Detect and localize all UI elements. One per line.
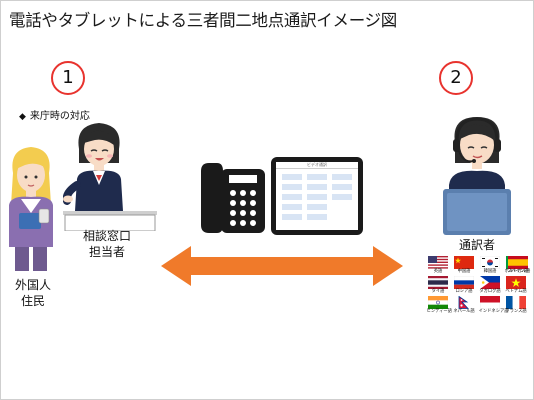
thailand-flag-icon — [428, 276, 448, 289]
interpreter-label: 通訳者 — [458, 238, 495, 252]
language-thai: タイ語 — [426, 276, 450, 295]
language-vietnamese: ベトナム語 — [504, 276, 528, 295]
vietnam-flag-icon — [506, 276, 526, 289]
tablet-screen-content — [282, 174, 352, 220]
india-flag-icon — [428, 296, 448, 309]
language-label: ポルトガル語 — [504, 269, 531, 274]
language-russian: ロシア語 — [452, 276, 476, 295]
two-way-arrow-icon — [161, 246, 403, 286]
language-flags: 英語 中国語 韓国語 — [426, 256, 531, 316]
korea-flag-icon — [480, 256, 500, 269]
language-label: ネパール語 — [453, 309, 475, 314]
step-marker-2: 2 — [439, 61, 473, 95]
resident-label-line-2: 住民 — [20, 294, 45, 308]
language-french: フランス語 — [504, 296, 528, 315]
step-marker-1: 1 — [51, 61, 85, 95]
flag-row-2: タイ語 ロシア語 タガログ語 — [426, 276, 528, 295]
france-flag-icon — [506, 296, 526, 309]
language-label: 韓国語 — [483, 269, 497, 274]
tablet-screen-header: ビデオ通訳 — [276, 162, 358, 169]
language-nepali: ネパール語 — [452, 296, 476, 315]
desk-staff-illustration — [63, 123, 157, 231]
tablet-screen: ビデオ通訳 — [276, 162, 358, 230]
staff-label: 相談窓口 担当者 — [77, 228, 137, 260]
language-hindi: ヒンディー語 — [426, 296, 452, 315]
page-title: 電話やタブレットによる三者間二地点通訳イメージ図 — [9, 11, 397, 30]
language-korean: 韓国語 — [478, 256, 502, 275]
resident-label-line-1: 外国人 — [14, 278, 51, 292]
language-label: スペイン語 — [507, 269, 529, 274]
philippines-flag-icon — [480, 276, 500, 289]
foreign-resident-illustration — [9, 147, 53, 271]
tablet-device: ビデオ通訳 — [271, 157, 363, 235]
language-label: インドネシア語 — [478, 309, 509, 314]
spain-flag-icon — [508, 256, 528, 269]
staff-label-line-2: 担当者 — [88, 245, 125, 259]
nepal-flag-icon — [458, 296, 469, 309]
language-tagalog: タガログ語 — [478, 276, 502, 295]
language-label: ロシア語 — [455, 289, 473, 294]
language-label: フランス語 — [505, 309, 527, 314]
china-flag-icon — [454, 256, 474, 269]
flag-row-3: ヒンディー語 ネパール語 インドネシア語 — [426, 296, 528, 315]
visit-note: ◆来庁時の対応 — [19, 107, 90, 122]
visit-note-text: 来庁時の対応 — [29, 111, 90, 122]
staff-label-line-1: 相談窓口 — [82, 229, 131, 243]
language-label: タガログ語 — [479, 289, 501, 294]
language-indonesian: インドネシア語 — [478, 296, 509, 315]
russia-flag-icon — [454, 276, 474, 289]
interpreter-illustration — [443, 117, 511, 235]
indonesia-flag-icon — [480, 296, 500, 309]
language-chinese: 中国語 — [452, 256, 476, 275]
language-label: ヒンディー語 — [426, 309, 452, 314]
us-flag-icon — [428, 256, 448, 269]
diamond-bullet-icon: ◆ — [19, 112, 26, 122]
desk-phone-icon — [201, 163, 265, 233]
language-spanish: スペイン語 — [506, 256, 530, 275]
language-label: タイ語 — [431, 289, 445, 294]
resident-label: 外国人 住民 — [13, 277, 53, 309]
language-label: ベトナム語 — [505, 289, 527, 294]
language-label: 中国語 — [457, 269, 471, 274]
language-label: 英語 — [433, 269, 443, 274]
language-english: 英語 — [426, 256, 450, 275]
